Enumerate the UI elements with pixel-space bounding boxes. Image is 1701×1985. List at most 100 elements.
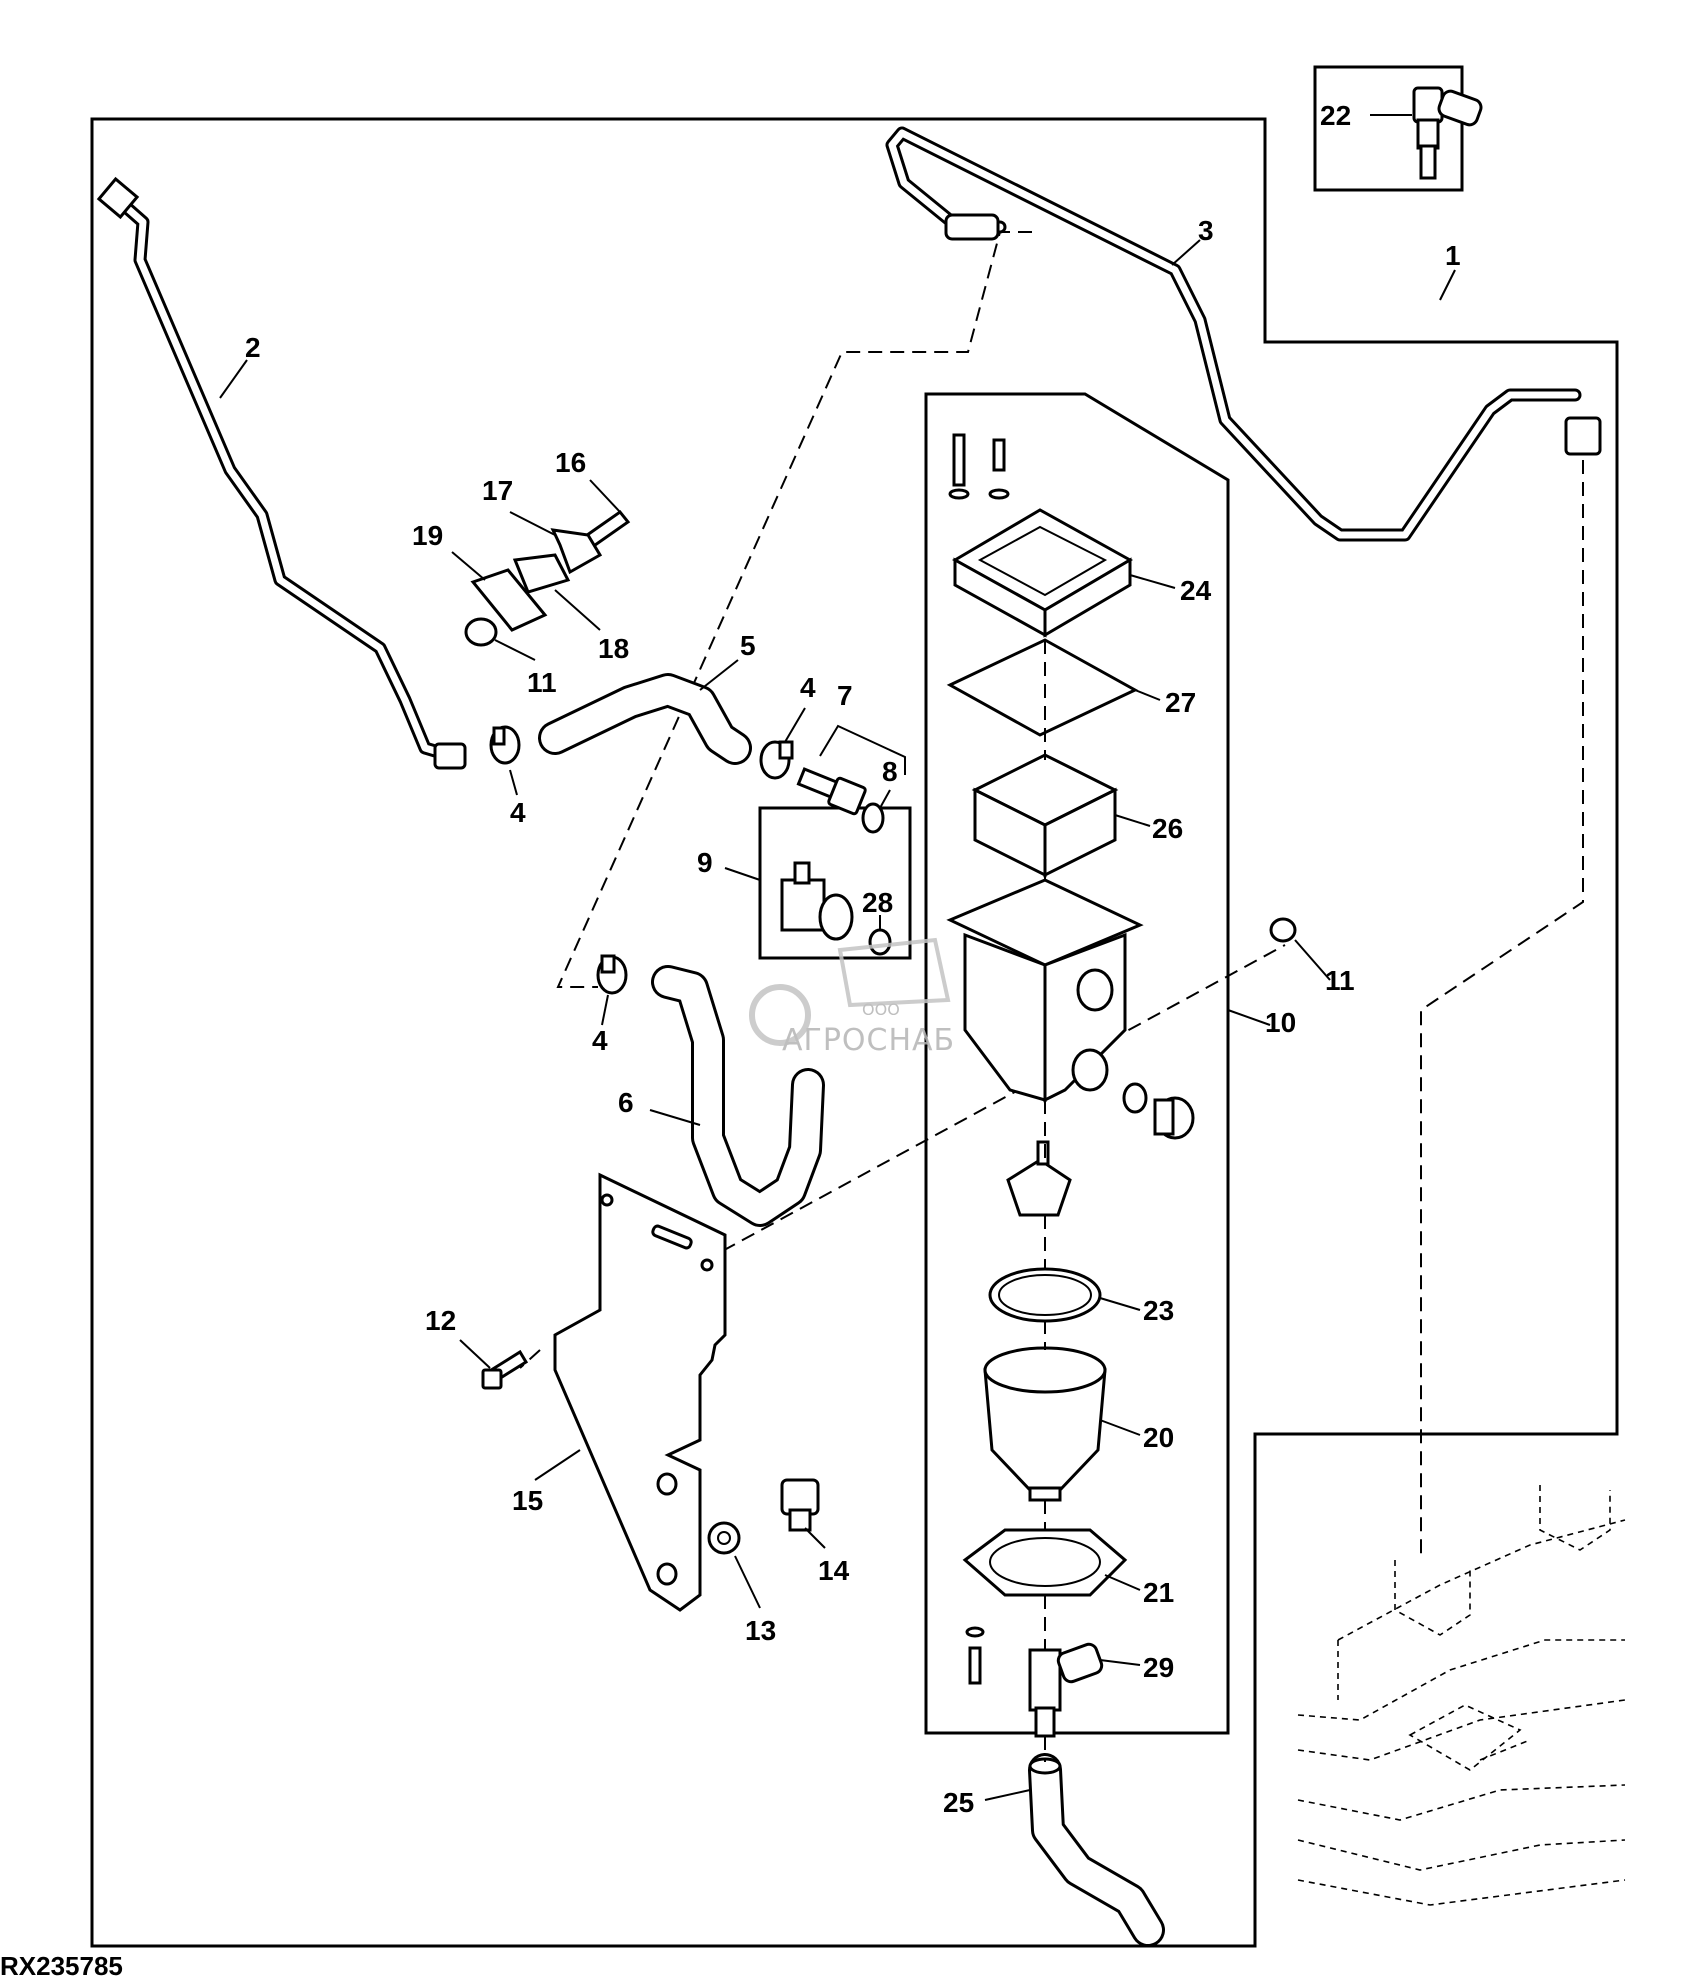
clamp-block-18	[512, 553, 571, 594]
figure-reference: RX235785	[0, 1951, 123, 1981]
leader-4a	[509, 769, 518, 796]
engine-ghost-outline	[1297, 1485, 1626, 1906]
gasket-27	[946, 638, 1139, 737]
fuel-tube-3	[885, 126, 1602, 542]
float-valve	[1006, 1140, 1072, 1217]
mounting-bracket-15	[553, 1172, 727, 1612]
leader-19	[451, 551, 486, 581]
bolt-14	[780, 1478, 820, 1532]
leader-26	[1114, 814, 1151, 827]
leader-10	[1227, 1009, 1271, 1026]
callout-15: 15	[512, 1485, 543, 1516]
leader-18	[554, 589, 601, 631]
leader-23	[1099, 1297, 1141, 1311]
filter-cover-24	[951, 508, 1134, 638]
callout-23: 23	[1143, 1295, 1174, 1326]
routing-line-tube3-to-hose4	[556, 231, 1032, 988]
o-ring-8	[861, 802, 885, 834]
callout-4-c: 4	[592, 1025, 608, 1056]
leader-11a	[494, 639, 536, 661]
callout-17: 17	[482, 475, 513, 506]
drain-valve-9	[780, 861, 854, 941]
cover-screws	[948, 433, 1010, 500]
callout-8: 8	[882, 756, 898, 787]
fitting-7	[796, 767, 867, 816]
leader-29	[1099, 1659, 1141, 1666]
leader-24	[1129, 574, 1176, 589]
leader-3	[1171, 239, 1201, 266]
callout-1: 1	[1445, 240, 1461, 271]
leader-1	[1439, 269, 1456, 301]
callout-11-b: 11	[1325, 965, 1355, 996]
water-bowl-20	[983, 1346, 1107, 1502]
callout-10: 10	[1265, 1007, 1296, 1038]
fuel-hose-5	[538, 673, 752, 765]
callout-20: 20	[1143, 1422, 1174, 1453]
fuel-tube-2	[96, 176, 467, 770]
callout-19: 19	[412, 520, 443, 551]
hose-clamp-4-b	[759, 740, 794, 780]
callout-7: 7	[837, 680, 853, 711]
callout-4-a: 4	[510, 797, 526, 828]
watermark: ООО АГРОСНАБ	[749, 937, 955, 1058]
plate-19	[470, 568, 548, 632]
leader-15	[534, 1449, 581, 1481]
leader-6	[649, 1109, 701, 1126]
leader-4b	[784, 707, 806, 743]
leader-25	[984, 1789, 1031, 1801]
leader-9	[724, 867, 761, 881]
callout-5: 5	[740, 630, 756, 661]
leader-20	[1099, 1419, 1141, 1436]
washer-13	[707, 1521, 741, 1555]
inset-box-part-22	[1313, 65, 1464, 192]
inset-box-part-9	[758, 806, 912, 960]
callout-12: 12	[425, 1305, 456, 1336]
watermark-name: АГРОСНАБ	[782, 1023, 955, 1058]
callout-28: 28	[862, 887, 893, 918]
callout-21: 21	[1143, 1577, 1174, 1608]
nut-11-a	[464, 617, 498, 647]
watermark-prefix: ООО	[862, 1000, 900, 1019]
nut-11-b	[1269, 917, 1297, 943]
seal-ring-23-inner	[998, 1274, 1092, 1316]
leader-8	[879, 789, 891, 809]
callout-18: 18	[598, 633, 629, 664]
callout-16: 16	[555, 447, 586, 478]
bowl-ring-21	[962, 1528, 1128, 1597]
hose-clamp-4-c	[596, 954, 628, 995]
callout-2: 2	[245, 332, 261, 363]
leader-16	[589, 479, 621, 513]
plug-port	[1153, 1096, 1195, 1140]
drain-valve-22	[1412, 86, 1483, 180]
leader-11b	[1294, 939, 1331, 981]
o-ring-port	[1122, 1082, 1148, 1114]
filter-housing-10	[946, 878, 1144, 1103]
washer-13-hole	[717, 1531, 731, 1545]
bowl-screw	[965, 1626, 985, 1685]
leader-5	[699, 659, 739, 691]
fuel-hose-25	[1028, 1753, 1165, 1947]
callout-9: 9	[697, 847, 713, 878]
seal-ring-23	[988, 1267, 1102, 1323]
routing-line-tube1-to-engine	[1420, 460, 1584, 1560]
bolt-12	[481, 1349, 529, 1390]
clamp-half-17	[550, 528, 603, 575]
leader-13	[734, 1555, 761, 1609]
callout-13: 13	[745, 1615, 776, 1646]
callout-25: 25	[943, 1787, 974, 1818]
leader-7-bracket	[819, 724, 906, 775]
leader-27	[1134, 689, 1161, 701]
filter-assembly-frame	[924, 392, 1230, 1735]
leader-21	[1104, 1574, 1141, 1591]
hose-clamp-4-a	[489, 725, 521, 765]
filter-element-26	[971, 753, 1119, 878]
leader-12	[459, 1339, 491, 1369]
fuel-hose-6	[651, 965, 825, 1227]
clip-assembly	[464, 509, 631, 647]
leader-14	[804, 1527, 826, 1549]
callout-27: 27	[1165, 687, 1196, 718]
callout-29: 29	[1143, 1652, 1174, 1683]
leader-17	[509, 511, 556, 536]
assembly-outline-frame	[90, 117, 1619, 1948]
